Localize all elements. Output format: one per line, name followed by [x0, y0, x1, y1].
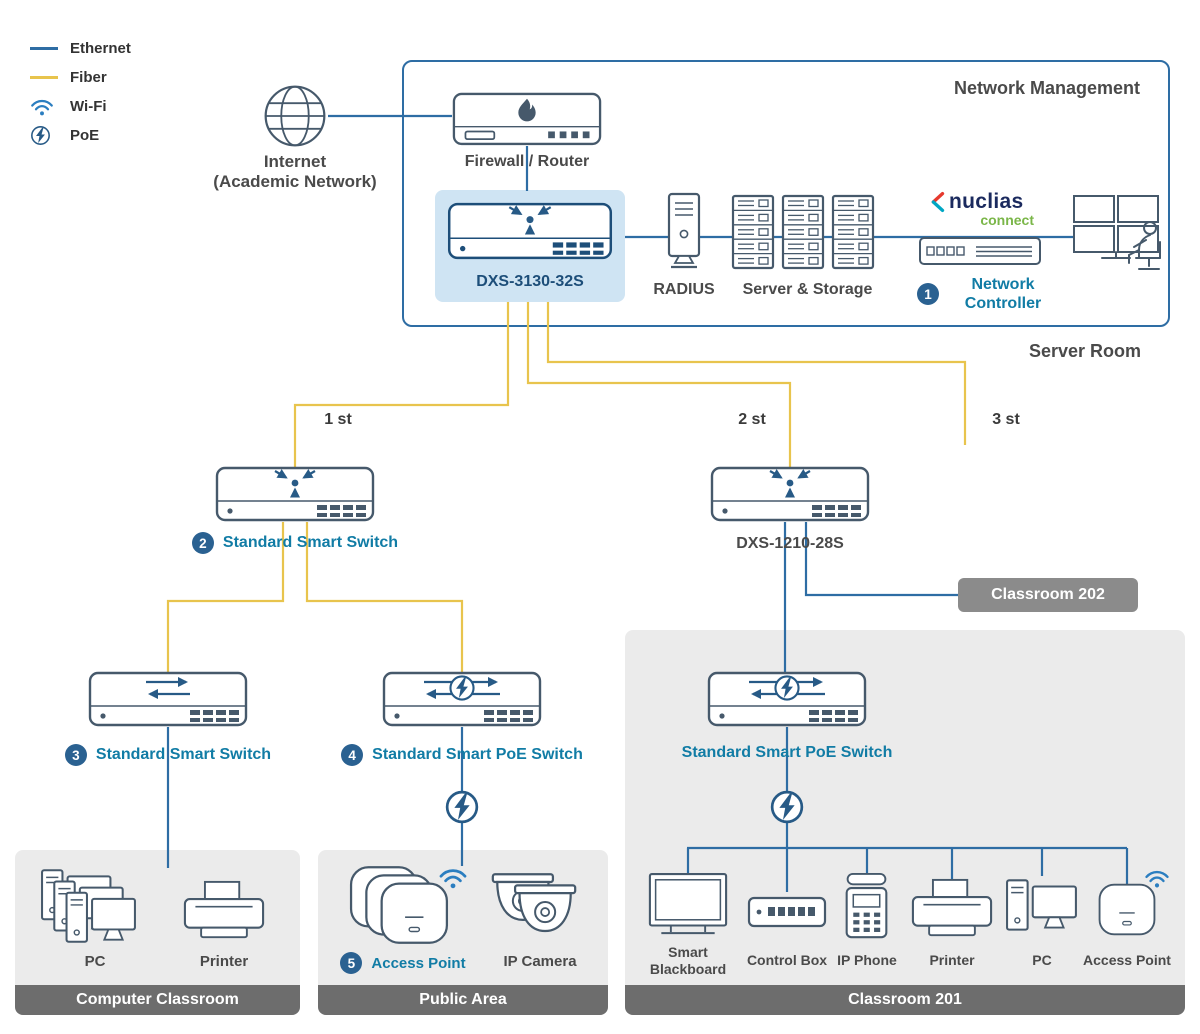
switch4-label: Standard Smart PoE Switch — [372, 746, 583, 763]
firewall-router-label: Firewall / Router — [464, 153, 590, 170]
wire-dxs1210-classroom202 — [804, 522, 958, 597]
internet-label: Internet (Academic Network) — [213, 152, 377, 191]
radius-label: RADIUS — [653, 281, 715, 298]
radius-server-icon — [662, 192, 706, 272]
pc-group-icon — [40, 864, 138, 950]
floor-label-3: 3 st — [992, 411, 1020, 428]
operator-workstation-icon — [1072, 192, 1172, 278]
printer-label: Printer — [929, 952, 975, 968]
step-badge-5: 5 — [340, 952, 363, 974]
dxs1210-switch-icon — [710, 466, 870, 522]
printer-icon — [910, 878, 994, 939]
floor-label-1: 1 st — [324, 411, 352, 428]
smart-blackboard-label: Smart Blackboard — [649, 944, 727, 977]
legend-item-ethernet: Ethernet — [30, 34, 131, 63]
switch3-label: Standard Smart Switch — [95, 746, 272, 763]
classroom-202-badge: Classroom 202 — [958, 578, 1138, 612]
access-point-label: Access Point — [371, 954, 466, 972]
switch3-icon — [88, 671, 248, 727]
poe-power-icon — [444, 789, 480, 825]
smart-blackboard-icon — [648, 872, 728, 939]
legend-item-fiber: Fiber — [30, 63, 131, 92]
network-management-title: Network Management — [953, 78, 1140, 98]
access-point-label-row: 5 Access Point — [322, 952, 484, 974]
legend-item-poe: PoE — [30, 121, 131, 150]
wifi-icon — [438, 866, 468, 890]
server-room-label: Server Room — [1028, 341, 1142, 361]
server-rack-icon — [780, 194, 826, 272]
ip-phone-icon — [838, 872, 895, 940]
switch2-icon — [215, 466, 375, 522]
wifi-icon — [1144, 868, 1170, 889]
ip-camera-label: IP Camera — [503, 953, 577, 970]
access-point-icon — [1097, 882, 1157, 937]
printer-icon — [182, 880, 266, 941]
ethernet-line-swatch — [30, 47, 62, 50]
fiber-line-swatch — [30, 76, 62, 79]
firewall-router-icon — [452, 90, 602, 146]
control-box-label: Control Box — [746, 952, 828, 968]
nuclias-connect-logo: nuclias connect — [930, 190, 1036, 228]
core-switch-label: DXS-3130-32S — [476, 273, 584, 290]
classroom201-poe-switch-label: Standard Smart PoE Switch — [681, 744, 893, 761]
step-badge-2: 2 — [191, 532, 214, 554]
switch2-label-row: 2 Standard Smart Switch — [155, 532, 435, 554]
computer-classroom-bar: Computer Classroom — [15, 985, 300, 1015]
access-point-label: Access Point — [1083, 952, 1171, 968]
core-switch-icon — [447, 202, 613, 260]
switch3-label-row: 3 Standard Smart Switch — [18, 744, 318, 766]
public-area-bar: Public Area — [318, 985, 608, 1015]
switch4-poe-icon — [382, 671, 542, 727]
classroom-201-bar: Classroom 201 — [625, 985, 1185, 1015]
pc-label: PC — [1032, 952, 1052, 968]
ip-camera-group-icon — [486, 872, 582, 941]
step-badge-3: 3 — [64, 744, 87, 766]
pc-label: PC — [84, 953, 106, 970]
network-controller-label: Network Controller — [964, 276, 1042, 312]
legend-item-wifi: Wi-Fi — [30, 92, 131, 121]
nuclias-brand-text: nuclias — [949, 190, 1024, 213]
classroom201-poe-switch-icon — [707, 671, 867, 727]
floor-label-2: 2 st — [738, 411, 766, 428]
server-storage-label: Server & Storage — [742, 281, 873, 298]
switch4-label-row: 4 Standard Smart PoE Switch — [302, 744, 622, 766]
wifi-icon — [30, 97, 62, 117]
internet-globe-icon — [262, 83, 328, 149]
legend: Ethernet Fiber Wi-Fi PoE — [30, 34, 131, 150]
pc-icon — [1005, 874, 1079, 938]
step-badge-1: 1 — [917, 283, 939, 305]
nuclias-chevron-icon — [931, 192, 945, 212]
poe-icon — [30, 125, 62, 146]
step-badge-4: 4 — [341, 744, 364, 766]
server-rack-icon — [730, 194, 776, 272]
printer-label: Printer — [199, 953, 249, 970]
server-rack-icon — [830, 194, 876, 272]
poe-power-icon — [769, 789, 805, 825]
ip-phone-label: IP Phone — [837, 952, 897, 968]
dxs1210-label: DXS-1210-28S — [736, 535, 844, 552]
switch2-label: Standard Smart Switch — [222, 534, 399, 551]
nuclias-connect-text: connect — [980, 212, 1034, 228]
access-point-group-icon — [348, 864, 452, 948]
network-controller-icon — [918, 236, 1042, 266]
control-box-icon — [747, 890, 827, 932]
